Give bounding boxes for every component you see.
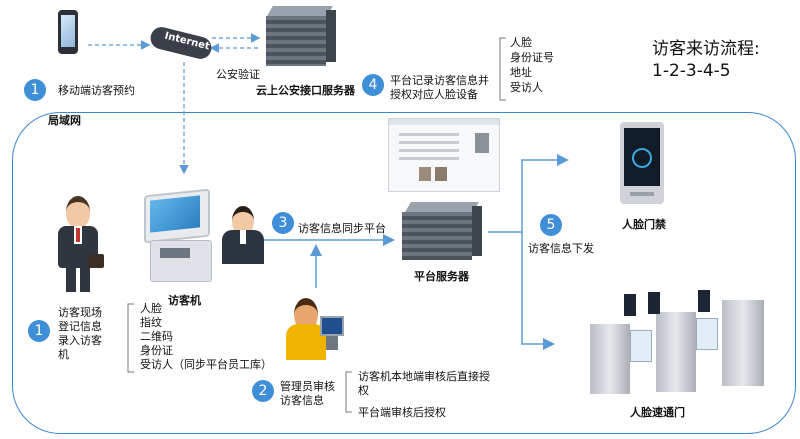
lan-label: 局域网 <box>48 114 81 127</box>
cloud-server-label: 云上公安接口服务器 <box>256 84 355 97</box>
input-qrcode: 二维码 <box>140 330 173 343</box>
input-id-card: 身份证 <box>140 344 173 357</box>
step2-line2: 访客信息 <box>280 394 324 407</box>
input-face: 人脸 <box>140 302 162 315</box>
platform-to-face-access-arrow <box>488 154 569 233</box>
info-id-number: 身份证号 <box>510 51 554 64</box>
face-gate-label: 人脸速通门 <box>630 406 685 419</box>
face-access-label: 人脸门禁 <box>622 218 666 231</box>
approval-option-local-line1: 访客机本地端审核后直接授 <box>358 370 490 383</box>
platform-server-label: 平台服务器 <box>414 270 469 283</box>
lan-boundary <box>12 112 796 434</box>
onsite-line2: 登记信息 <box>58 320 102 333</box>
step-badge-2: 2 <box>252 380 274 402</box>
mobile-booking-label: 移动端访客预约 <box>58 84 135 97</box>
step-badge-1-mobile: 1 <box>24 79 46 101</box>
police-verify-label: 公安验证 <box>216 68 260 81</box>
onsite-line3: 录入访客 <box>58 334 102 347</box>
face-speed-gate-icon <box>586 290 792 398</box>
platform-server-icon <box>398 202 486 264</box>
step-badge-4: 4 <box>362 74 384 96</box>
visitor-person-icon <box>54 196 104 296</box>
input-fingerprint: 指纹 <box>140 316 162 329</box>
step-badge-5: 5 <box>540 214 562 236</box>
face-access-terminal-icon <box>620 122 664 204</box>
step5-label: 访客信息下发 <box>528 242 594 255</box>
admin-person-icon <box>286 298 344 362</box>
onsite-line4: 机 <box>58 348 69 361</box>
step-badge-1-onsite: 1 <box>28 320 50 342</box>
approval-option-local-line2: 权 <box>358 384 369 397</box>
flow-sequence: 1-2-3-4-5 <box>652 61 731 81</box>
input-visitee: 受访人（同步平台员工库） <box>140 358 272 371</box>
machine-inputs-bracket <box>127 303 134 373</box>
step4-line1: 平台记录访客信息并 <box>390 74 489 87</box>
mobile-phone-icon <box>58 10 78 54</box>
visitor-machine-label: 访客机 <box>168 294 201 307</box>
visitor-machine-icon <box>140 182 224 286</box>
platform-ui-screenshot <box>388 118 500 192</box>
info-visitee: 受访人 <box>510 81 543 94</box>
flow-title: 访客来访流程: <box>652 39 760 59</box>
operator-person-icon <box>222 206 266 266</box>
info-address: 地址 <box>510 66 532 79</box>
step3-label: 访客信息同步平台 <box>298 222 386 235</box>
step2-line1: 管理员审核 <box>280 380 335 393</box>
step-badge-3: 3 <box>272 212 294 234</box>
internet-cloud-icon: Internet <box>148 24 214 62</box>
step4-line2: 授权对应人脸设备 <box>390 88 478 101</box>
cloud-server-icon <box>262 6 340 68</box>
approval-bracket <box>345 371 352 413</box>
platform-to-face-gate-arrow <box>521 232 555 350</box>
info-list-bracket <box>499 37 506 101</box>
onsite-line1: 访客现场 <box>58 306 102 319</box>
approval-option-platform: 平台端审核后授权 <box>358 406 446 419</box>
info-face: 人脸 <box>510 36 532 49</box>
